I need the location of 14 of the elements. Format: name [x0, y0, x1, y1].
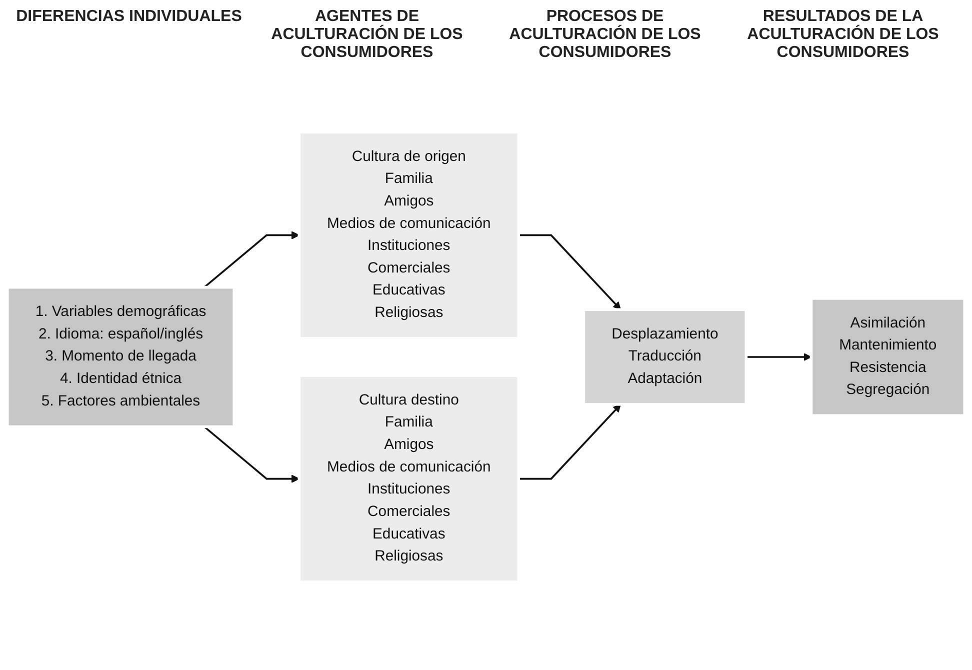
- column-heading: RESULTADOS DE LA ACULTURACIÓN DE LOS CONSUMIDORES: [746, 8, 940, 62]
- arrow: [204, 426, 300, 483]
- node-box: Desplazamiento Traducción Adaptación: [582, 308, 748, 406]
- node-box: Asimilación Mantenimiento Resistencia Segregación: [810, 297, 966, 417]
- node-box: Cultura de origen Familia Amigos Medios de comunicación Instituciones Comerciales Educativas Religiosas: [298, 130, 520, 340]
- arrow: [204, 231, 300, 288]
- arrow: [518, 234, 621, 310]
- arrow: [746, 352, 812, 362]
- column-heading: DIFERENCIAS INDIVIDUALES: [15, 8, 243, 27]
- column-heading: AGENTES DE ACULTURACIÓN DE LOS CONSUMIDORES: [270, 8, 464, 62]
- node-box: 1. Variables demográficas 2. Idioma: español/inglés 3. Momento de llegada 4. Identidad étnica 5. Factores ambientales: [6, 286, 236, 428]
- node-box: Cultura destino Familia Amigos Medios de comunicación Instituciones Comerciales Educativas Religiosas: [298, 374, 520, 584]
- column-heading: PROCESOS DE ACULTURACIÓN DE LOS CONSUMIDORES: [508, 8, 702, 62]
- arrow: [518, 404, 621, 480]
